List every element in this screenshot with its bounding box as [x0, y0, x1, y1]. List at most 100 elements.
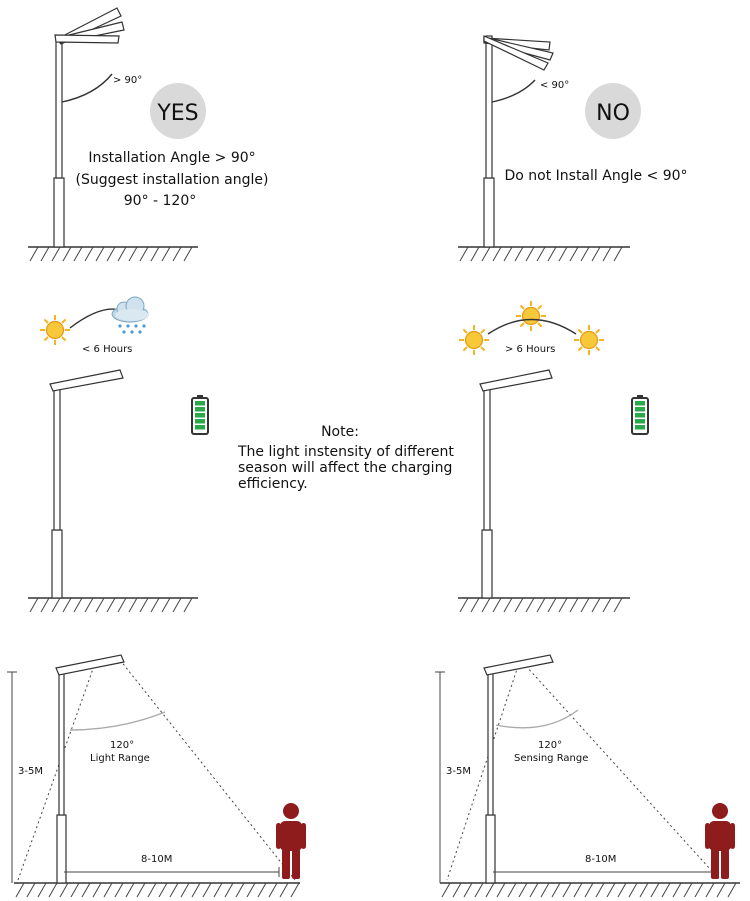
- no-badge: NO: [585, 83, 641, 139]
- ground-hatch-line: [169, 882, 179, 898]
- light-cone-right: [119, 659, 296, 881]
- ground-hatch-line: [183, 246, 193, 262]
- ground-hatch-line: [492, 597, 502, 613]
- yes-badge-label: YES: [156, 101, 198, 126]
- ground-hatch-line: [103, 882, 113, 898]
- ground-hatch-line: [106, 597, 116, 613]
- ground-sunny: [458, 597, 630, 613]
- ground-hatch-line: [525, 597, 535, 613]
- ground-hatch-line: [591, 246, 601, 262]
- ground-hatch-line: [161, 597, 171, 613]
- pole-no: [483, 35, 495, 248]
- ground-hatch-line: [496, 882, 506, 898]
- ground-hatch-line: [580, 246, 590, 262]
- ground-hatch-line: [602, 246, 612, 262]
- battery-bar: [195, 401, 205, 406]
- ground-hatch-line: [481, 246, 491, 262]
- ground-hatch-line: [73, 597, 83, 613]
- height-dimension: 3-5M: [7, 671, 43, 883]
- panel-yes: > 90° YES Installation Angle > 90° (Sugg…: [28, 7, 268, 262]
- battery-bar: [635, 419, 645, 424]
- ground-hatch-line: [507, 882, 517, 898]
- ground-hatch-line: [235, 882, 245, 898]
- battery-bar: [635, 425, 645, 430]
- ground-hatch-line: [547, 246, 557, 262]
- ground-hatch-line: [139, 246, 149, 262]
- sensing-angle-arc: [495, 709, 579, 729]
- ground-hatch-line: [81, 882, 91, 898]
- ground-hatch-line: [470, 246, 480, 262]
- ground-hatch-line: [29, 246, 39, 262]
- ground-hatch-line: [529, 882, 539, 898]
- angle-label-no: < 90°: [540, 80, 569, 91]
- ground-hatch-line: [59, 882, 69, 898]
- hours-label-sunny: > 6 Hours: [505, 344, 555, 355]
- ground-hatch-line: [613, 246, 623, 262]
- sun-icon: [573, 324, 605, 356]
- ground-hatch-line: [147, 882, 157, 898]
- battery-icon: [631, 395, 649, 435]
- panel-sensing-range: 3-5M 120° Sensing Range 8-10M: [435, 654, 740, 898]
- battery-bar: [195, 419, 205, 424]
- rain-cloud-icon: [111, 296, 149, 334]
- ground-hatch-line: [481, 597, 491, 613]
- ground-hatch-line: [15, 882, 25, 898]
- ground-hatch-line: [62, 246, 72, 262]
- angle-arc-no: [491, 79, 536, 103]
- ground-hatch-line: [117, 597, 127, 613]
- pole-light: [55, 654, 125, 884]
- sun-icon: [39, 314, 71, 346]
- height-label-sensing: 3-5M: [446, 766, 471, 777]
- ground-light: [14, 882, 300, 898]
- ground-hatch-line: [213, 882, 223, 898]
- ground-hatch-line: [125, 882, 135, 898]
- sensing-cone-right: [525, 665, 721, 881]
- ground-hatch-line: [40, 246, 50, 262]
- ground-hatch-line: [84, 246, 94, 262]
- ground-hatch-line: [37, 882, 47, 898]
- battery-bar: [195, 407, 205, 412]
- ground-hatch-line: [536, 246, 546, 262]
- sensing-angle-label: 120°: [538, 740, 562, 751]
- ground-hatch-line: [246, 882, 256, 898]
- ground-hatch-line: [683, 882, 693, 898]
- ground-hatch-line: [562, 882, 572, 898]
- solar-panels-no: [483, 35, 554, 71]
- ground-hatch-line: [569, 597, 579, 613]
- ground-hatch-line: [139, 597, 149, 613]
- ground-hatch-line: [202, 882, 212, 898]
- ground-hatch-line: [224, 882, 234, 898]
- ground-hatch-line: [48, 882, 58, 898]
- ground-hatch-line: [536, 597, 546, 613]
- ground-hatch-line: [62, 597, 72, 613]
- yes-badge: YES: [150, 83, 206, 139]
- light-range-label: Light Range: [90, 753, 150, 764]
- ground-hatch-line: [602, 597, 612, 613]
- ground-sensing: [440, 882, 740, 898]
- ground-hatch-line: [95, 597, 105, 613]
- ground-hatch-line: [580, 597, 590, 613]
- height-label-light: 3-5M: [18, 766, 43, 777]
- ground-yes: [28, 246, 198, 262]
- ground-hatch-line: [114, 882, 124, 898]
- ground-hatch-line: [705, 882, 715, 898]
- panel-no: < 90° NO Do not Install Angle < 90°: [458, 35, 688, 262]
- ground-hatch-line: [441, 882, 451, 898]
- ground-hatch-line: [551, 882, 561, 898]
- ground-hatch-line: [672, 882, 682, 898]
- sun-path-arc: [487, 318, 577, 335]
- ground-hatch: [29, 246, 193, 262]
- ground-hatch-line: [40, 597, 50, 613]
- ground-hatch-line: [459, 246, 469, 262]
- ground-hatch-line: [518, 882, 528, 898]
- note: Note: The light instensity of different …: [237, 424, 454, 492]
- pole-sensing: [483, 654, 554, 884]
- person-icon: [276, 803, 306, 879]
- ground-hatch-line: [92, 882, 102, 898]
- distance-dimension: 8-10M: [64, 854, 280, 877]
- ground-hatch-line: [51, 246, 61, 262]
- angle-arc-yes: [61, 73, 113, 103]
- sun-icon: [515, 300, 547, 332]
- ground-hatch-line: [573, 882, 583, 898]
- ground-hatch-line: [547, 597, 557, 613]
